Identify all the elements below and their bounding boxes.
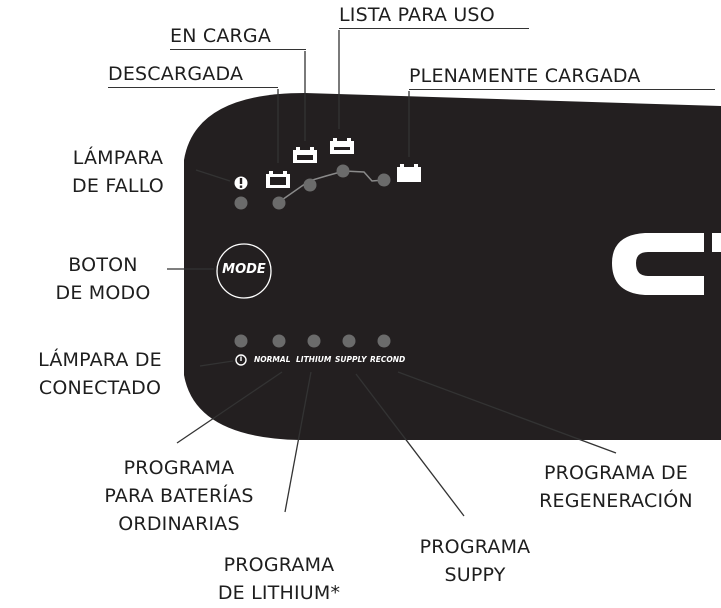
- lista-para-uso-led: [336, 164, 350, 178]
- recond-led: [377, 334, 391, 348]
- normal-led: [272, 334, 286, 348]
- leader-conectado: [199, 360, 234, 367]
- label-lampara-conectado-2: CONECTADO: [38, 377, 162, 399]
- lithium-label: LITHIUM: [296, 355, 332, 364]
- battery-empty-icon: [266, 171, 290, 188]
- en-carga-led: [303, 178, 317, 192]
- supply-label: SUPPLY: [335, 355, 367, 364]
- label-lista-para-uso: LISTA PARA USO: [339, 3, 529, 29]
- ctek-logo-icon: [612, 233, 704, 295]
- label-descargada: DESCARGADA: [108, 62, 278, 88]
- battery-ready-icon: [330, 138, 354, 154]
- mode-button-ring: [216, 243, 272, 299]
- label-prog-supply-1: PROGRAMA: [419, 536, 531, 558]
- label-lampara-conectado-1: LÁMPARA DE: [38, 349, 162, 371]
- lithium-led: [307, 334, 321, 348]
- label-boton-modo-2: DE MODO: [55, 282, 151, 304]
- leader-fallo: [195, 169, 231, 182]
- label-prog-lithium-1: PROGRAMA: [223, 554, 335, 576]
- ctek-logo-t-icon: [712, 233, 721, 252]
- battery-charging-icon: [293, 147, 317, 163]
- label-prog-ordinarias-3: ORDINARIAS: [118, 513, 240, 535]
- connected-icon: [235, 354, 247, 366]
- fault-icon: [234, 176, 248, 190]
- label-en-carga: EN CARGA: [170, 24, 306, 50]
- label-prog-recond-1: PROGRAMA DE: [543, 462, 689, 484]
- charger-panel: [184, 93, 721, 440]
- recond-label: RECOND: [370, 355, 406, 364]
- battery-full-icon: [397, 164, 421, 182]
- label-prog-lithium-2: DE LITHIUM*: [217, 582, 341, 604]
- label-plenamente-cargada: PLENAMENTE CARGADA: [409, 64, 715, 90]
- power-led: [234, 334, 248, 348]
- supply-led: [342, 334, 356, 348]
- label-prog-ordinarias-2: PARA BATERÍAS: [104, 485, 254, 507]
- label-boton-modo-1: BOTON: [68, 254, 138, 276]
- label-lampara-fallo-1: LÁMPARA: [72, 147, 164, 169]
- label-prog-ordinarias-1: PROGRAMA: [123, 457, 235, 479]
- fault-led: [234, 196, 248, 210]
- label-prog-supply-2: SUPPY: [444, 564, 506, 586]
- mode-button[interactable]: MODE: [222, 262, 266, 277]
- leader-lithium: [284, 371, 312, 513]
- leader-supply: [355, 373, 465, 517]
- leader-recond: [397, 371, 617, 454]
- normal-label: NORMAL: [254, 355, 291, 364]
- leader-normal: [176, 371, 283, 444]
- label-lampara-fallo-2: DE FALLO: [72, 175, 164, 197]
- plenamente-cargada-led: [377, 173, 391, 187]
- label-prog-recond-2: REGENERACIÓN: [539, 490, 693, 512]
- descargada-led: [272, 196, 286, 210]
